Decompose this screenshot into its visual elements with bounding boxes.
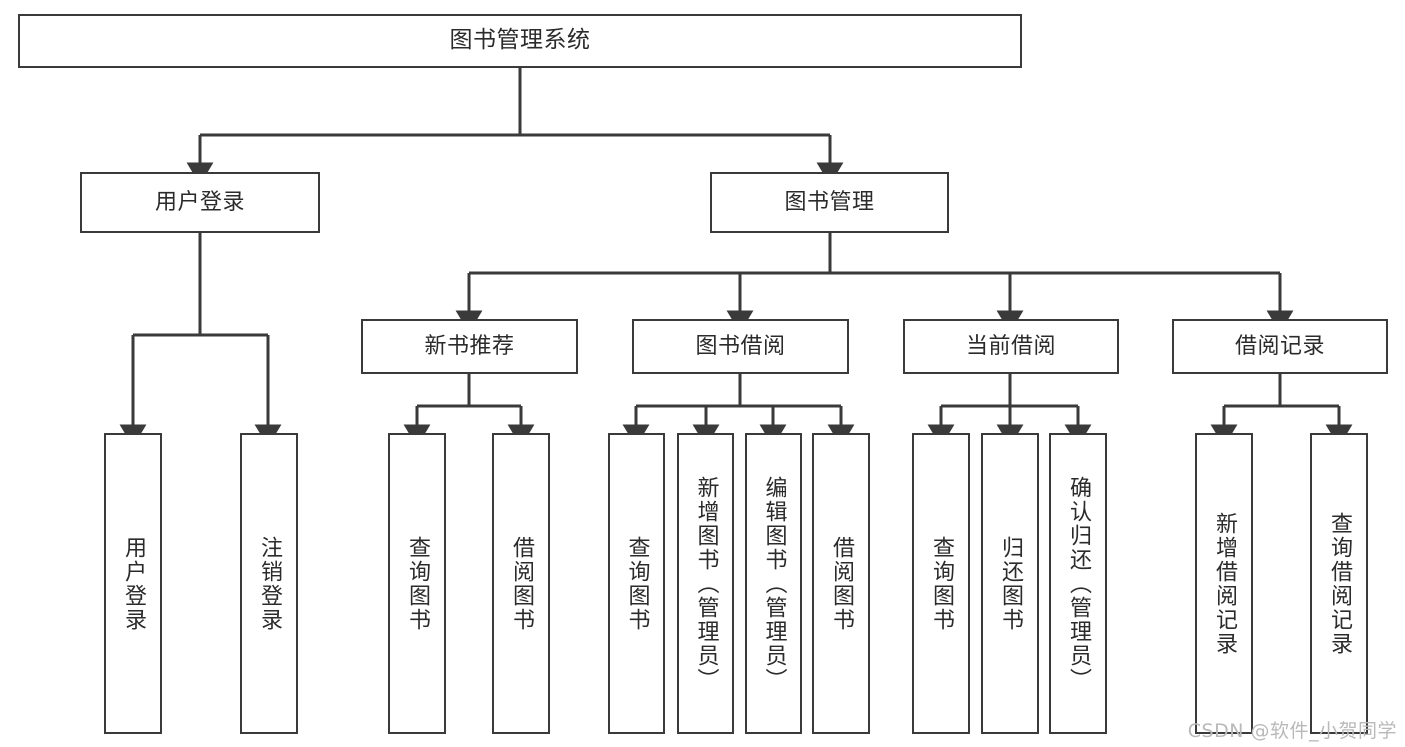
node-label: 用户登录 — [121, 535, 146, 632]
node-label: 图书管理系统 — [449, 27, 591, 54]
node-leaf-new-book-query[interactable]: 查询图书 — [388, 433, 446, 734]
node-label: 借阅图书 — [509, 535, 534, 632]
node-leaf-book-borrow-add[interactable]: 新增图书（管理员） — [677, 433, 734, 734]
node-leaf-user-login-login[interactable]: 用户登录 — [104, 433, 162, 734]
node-leaf-current-borrow-confirm-return[interactable]: 确认归还（管理员） — [1049, 433, 1107, 734]
node-label: 图书借阅 — [695, 333, 786, 359]
node-label: 查询借阅记录 — [1327, 511, 1352, 656]
node-user-login[interactable]: 用户登录 — [80, 172, 320, 233]
node-label: 用户登录 — [154, 189, 245, 215]
node-leaf-current-borrow-return[interactable]: 归还图书 — [981, 433, 1039, 734]
node-leaf-borrow-record-add[interactable]: 新增借阅记录 — [1195, 433, 1253, 734]
node-label: 注销登录 — [257, 535, 282, 632]
node-leaf-book-borrow-query[interactable]: 查询图书 — [608, 433, 665, 734]
node-label: 借阅图书 — [829, 535, 854, 632]
node-leaf-current-borrow-query[interactable]: 查询图书 — [912, 433, 970, 734]
node-book-borrow[interactable]: 图书借阅 — [632, 319, 849, 374]
node-label: 当前借阅 — [965, 333, 1056, 359]
node-current-borrow[interactable]: 当前借阅 — [903, 319, 1119, 374]
node-label: 新增借阅记录 — [1212, 511, 1237, 656]
node-label: 确认归还（管理员） — [1066, 475, 1091, 692]
node-label: 归还图书 — [998, 535, 1023, 632]
node-label: 借阅记录 — [1234, 333, 1325, 359]
node-leaf-new-book-borrow[interactable]: 借阅图书 — [492, 433, 550, 734]
node-label: 查询图书 — [624, 535, 650, 632]
node-new-book-recommend[interactable]: 新书推荐 — [361, 319, 578, 374]
node-label: 新书推荐 — [424, 333, 515, 359]
node-root-book-management-system[interactable]: 图书管理系统 — [18, 14, 1022, 68]
node-leaf-borrow-record-query[interactable]: 查询借阅记录 — [1310, 433, 1368, 734]
node-leaf-book-borrow-borrow[interactable]: 借阅图书 — [812, 433, 870, 734]
node-leaf-user-login-logout[interactable]: 注销登录 — [240, 433, 298, 734]
node-label: 查询图书 — [929, 535, 954, 632]
node-label: 图书管理 — [784, 189, 875, 215]
node-borrow-record[interactable]: 借阅记录 — [1172, 319, 1388, 374]
node-leaf-book-borrow-edit[interactable]: 编辑图书（管理员） — [745, 433, 802, 734]
node-label: 新增图书（管理员） — [693, 475, 719, 692]
node-book-management[interactable]: 图书管理 — [710, 172, 949, 233]
node-label: 编辑图书（管理员） — [761, 475, 787, 692]
node-label: 查询图书 — [405, 535, 430, 632]
